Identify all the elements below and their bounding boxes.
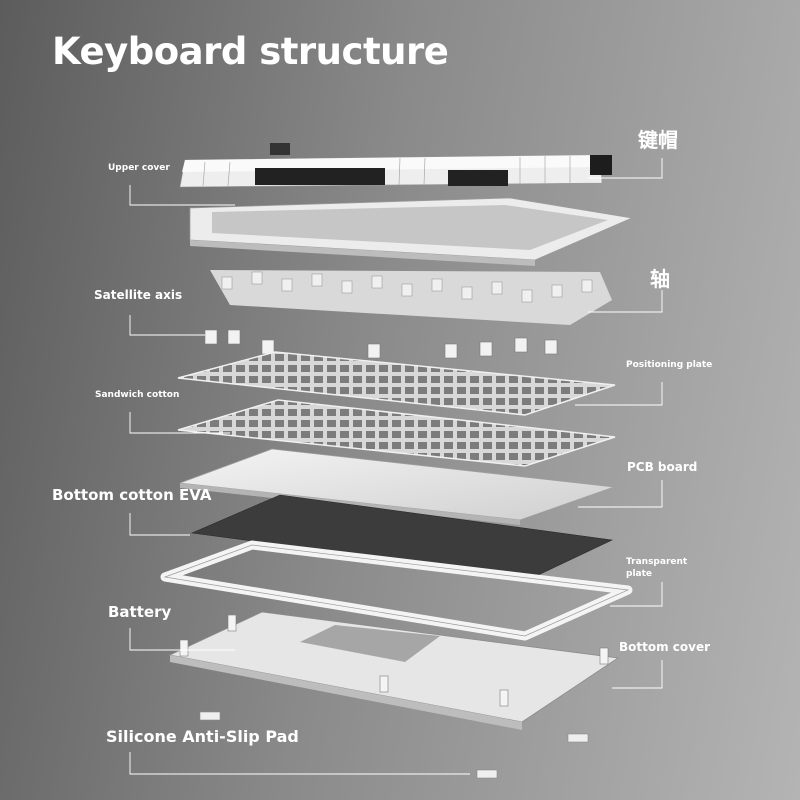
page-title: Keyboard structure — [52, 30, 449, 73]
label-transparent-plate: Transparent plate — [626, 557, 688, 579]
label-keycaps: 键帽 — [638, 128, 678, 152]
transparent-plate-frame — [160, 540, 633, 641]
dark-keycaps-left — [255, 168, 385, 185]
stabilizers — [204, 329, 558, 359]
keycaps-layer — [179, 143, 612, 188]
pcb-board — [179, 448, 615, 525]
label-upper-cover: Upper cover — [108, 163, 170, 173]
bottom-cover-case — [168, 611, 620, 730]
switches-layer — [210, 270, 612, 325]
label-silicone-anti-slip-pad: Silicone Anti-Slip Pad — [106, 727, 299, 746]
label-positioning-plate: Positioning plate — [626, 360, 713, 370]
label-pcb-board: PCB board — [627, 460, 698, 474]
leader-lines — [129, 158, 663, 775]
upper-cover-frame — [189, 197, 634, 266]
label-bottom-cotton-eva: Bottom cotton EVA — [52, 486, 212, 504]
label-satellite-axis: Satellite axis — [94, 288, 183, 302]
silicone-pads — [199, 711, 589, 779]
sandwich-cotton-layer — [177, 399, 616, 467]
dark-keycap-right — [590, 155, 612, 175]
dark-keycap-top — [270, 143, 290, 155]
battery-block — [300, 625, 440, 662]
label-battery: Battery — [108, 603, 172, 621]
positioning-plate — [177, 351, 616, 416]
label-bottom-cover: Bottom cover — [619, 640, 711, 654]
dark-keycaps-mid — [448, 170, 508, 186]
label-switches: 轴 — [650, 267, 670, 291]
label-sandwich-cotton: Sandwich cotton — [95, 390, 180, 400]
